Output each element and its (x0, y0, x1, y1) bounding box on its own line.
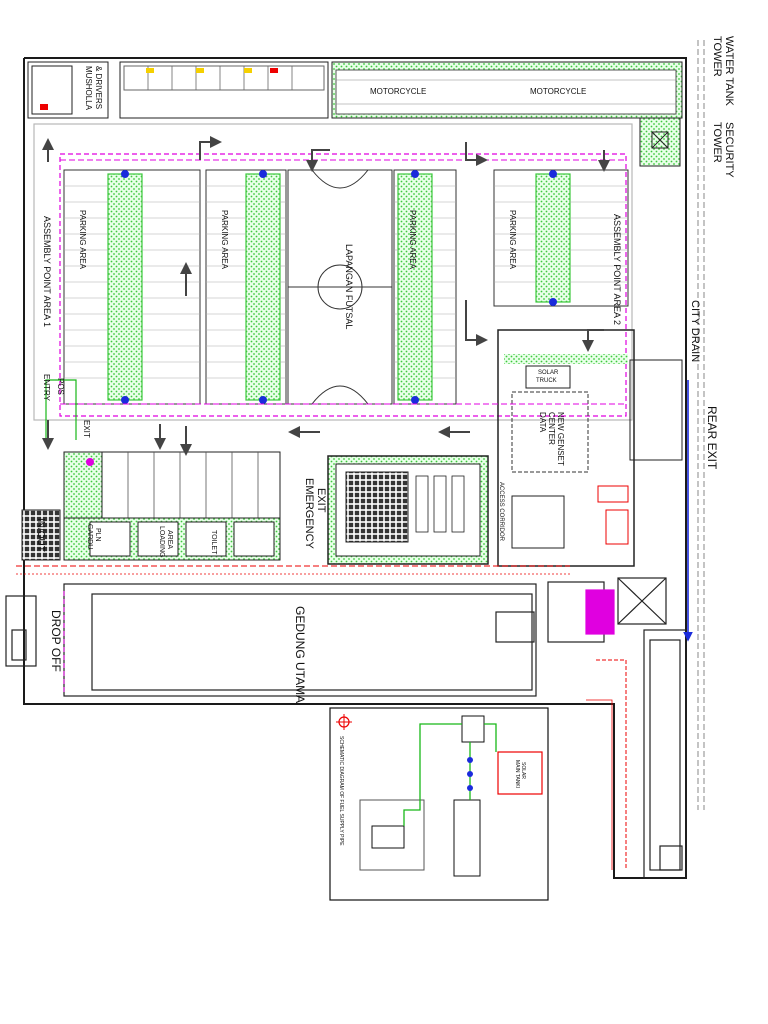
fire-hydrant-marker (121, 170, 129, 178)
toilet-label: TOILET (210, 530, 217, 555)
musholla-label-2: & DRIVERS (94, 66, 103, 109)
assembly-point-2-label: ASSEMBLY POINT AREA 2 (612, 214, 622, 325)
parking-area-label: PARKING AREA (78, 210, 87, 270)
utility-lines (16, 159, 693, 870)
gedung-utama-label: GEDUNG UTAMA (293, 606, 307, 703)
fire-hydrant-marker (549, 170, 557, 178)
futsal-label: LAPANGAN FUTSAL (344, 244, 354, 329)
fire-hydrant-marker (411, 170, 419, 178)
assembly-point-1-label: ASSEMBLY POINT AREA 1 (42, 216, 52, 327)
svg-text:DATA CENTER NEW GE: DATA CENTER NEW GENSET (538, 412, 565, 466)
svg-text:MAIN TANKI SOLAR: MAIN TANKI SOLAR (514, 760, 526, 790)
motorcycle-label-2: MOTORCYCLE (530, 87, 586, 96)
fire-hydrant-marker (259, 170, 267, 178)
schematic-title-label: SCHEMATIC DIAGRAM OF FUEL SUPPLY PIPE (338, 736, 344, 846)
musholla-label-1: MUSHOLLA (84, 66, 93, 111)
rear-exit-label: REAR EXIT (705, 406, 719, 470)
solar-truck-label-1: SOLAR (538, 370, 559, 376)
parking-area-label: PARKING AREA (220, 210, 229, 270)
fire-hydrant-marker (411, 396, 419, 404)
site-boundary (23, 57, 687, 879)
solar-truck-label-2: TRUCK (536, 378, 557, 384)
fire-hydrant-marker (259, 396, 267, 404)
parking-block (493, 169, 629, 307)
security-tower-label-2: TOWER (711, 122, 723, 163)
loading-area-label-1: LOADING (158, 526, 165, 558)
green-divider (535, 173, 571, 303)
svg-text:LOADING AREA: LOADING AREA (158, 526, 173, 559)
loading-area-label-2: AREA (166, 530, 173, 549)
top-strip (27, 61, 683, 167)
futsal-field (287, 169, 393, 405)
parking-area-label: PARKING AREA (508, 210, 517, 270)
pos-label: POS (56, 378, 65, 395)
gardu-pln-label-1: GARDU (86, 524, 93, 549)
fire-hydrant-marker (549, 298, 557, 306)
exit-label: EXIT (82, 420, 91, 438)
svg-text:EMERGENCY EXIT: EMERGENCY EXIT (303, 478, 327, 552)
traffic-arrows (42, 136, 610, 456)
gardu-pln-label-2: PLN (94, 528, 101, 542)
svg-text:WATER TANK TOWER: WATER TANK TOWER (711, 36, 735, 109)
data-center-label-2: CENTER (547, 412, 556, 445)
svg-text:SECURITY TOWER: SECURITY TOWER (711, 122, 735, 180)
city-drain-label: CITY DRAIN (689, 300, 701, 362)
parking-area-label: PARKING AREA (408, 210, 417, 270)
drop-off-label: DROP OFF (49, 610, 63, 672)
data-center-zone (497, 329, 683, 567)
access-corridor-label: ACCESS CORRIDOR (498, 482, 504, 542)
emergency-exit-label-1: EMERGENCY (303, 478, 315, 550)
entry-label: ENTRY (42, 374, 51, 402)
parking-blocks: PARKING AREA PARKING AREA PARKING AREA PARK… (63, 169, 629, 405)
labels: WATER TANK TOWER SECURITY TOWER MOTORCYC… (35, 36, 735, 846)
security-tower-label-1: SECURITY (723, 122, 735, 178)
property-line (697, 40, 705, 810)
green-divider (245, 173, 281, 401)
svg-text:SOLAR TRUCK: SOLAR TRUCK (536, 370, 560, 384)
main-tank-label-1: MAIN TANKI (514, 760, 520, 788)
data-center-label-1: DATA (538, 412, 547, 433)
svg-text:MUSHOLLA & DRIVERS: MUSHOLLA & DRIVERS (84, 66, 103, 112)
emergency-exit-label-2: EXIT (315, 488, 327, 513)
schematic-inset (329, 707, 549, 901)
water-tank-tower-label-1: WATER TANK (723, 36, 735, 107)
in-out-label: IN/OUT (35, 518, 46, 552)
gedung-utama (5, 577, 687, 879)
roads (33, 123, 633, 421)
motorcycle-label-1: MOTORCYCLE (370, 87, 426, 96)
fire-hydrant-marker (121, 396, 129, 404)
service-strip (21, 451, 489, 565)
main-tank-label-2: SOLAR (520, 762, 526, 779)
green-divider (107, 173, 143, 401)
data-center-label-3: NEW GENSET (556, 412, 565, 466)
svg-text:GARDU PLN: GARDU PLN (86, 524, 101, 551)
green-divider (397, 173, 433, 401)
water-tank-tower-label-2: TOWER (711, 36, 723, 77)
